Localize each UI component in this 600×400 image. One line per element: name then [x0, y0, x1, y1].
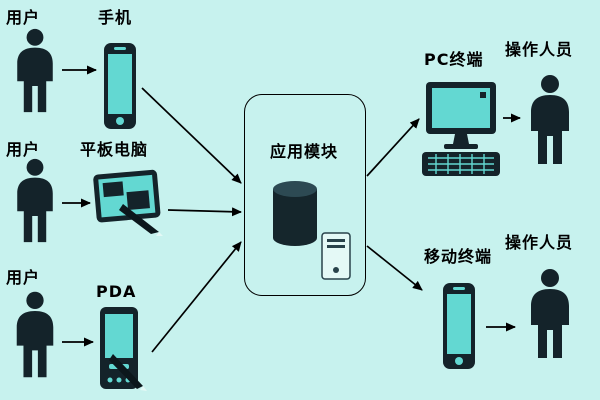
arrow-tablet-module	[167, 207, 242, 217]
person-icon	[17, 28, 53, 113]
pda-icon	[100, 307, 147, 391]
operator-1-label: 操作人员	[505, 40, 574, 59]
user-1-label: 用户	[6, 8, 41, 27]
smartphone-icon	[443, 283, 475, 369]
pda-label: PDA	[96, 282, 137, 301]
tablet-icon	[93, 169, 163, 236]
person-icon	[16, 291, 54, 378]
arrow-module-mobile	[366, 245, 423, 291]
person-icon	[531, 75, 569, 164]
tablet-label: 平板电脑	[80, 140, 149, 159]
mobile-terminal-label: 移动终端	[424, 247, 493, 266]
database-icon	[273, 181, 317, 246]
operator-2-label: 操作人员	[505, 233, 574, 252]
arrow-module-pc	[366, 118, 420, 177]
server-icon	[321, 232, 351, 280]
module-label: 应用模块	[269, 142, 338, 161]
arrow-pda-module	[151, 241, 242, 353]
phone-label: 手机	[98, 8, 133, 27]
application-module-box	[244, 94, 366, 296]
desktop-computer-icon	[422, 82, 500, 176]
person-icon	[17, 158, 53, 243]
pc-terminal-label: PC终端	[424, 50, 484, 69]
smartphone-icon	[104, 43, 136, 129]
user-2-label: 用户	[6, 140, 41, 159]
person-icon	[531, 269, 569, 358]
user-3-label: 用户	[6, 268, 41, 287]
